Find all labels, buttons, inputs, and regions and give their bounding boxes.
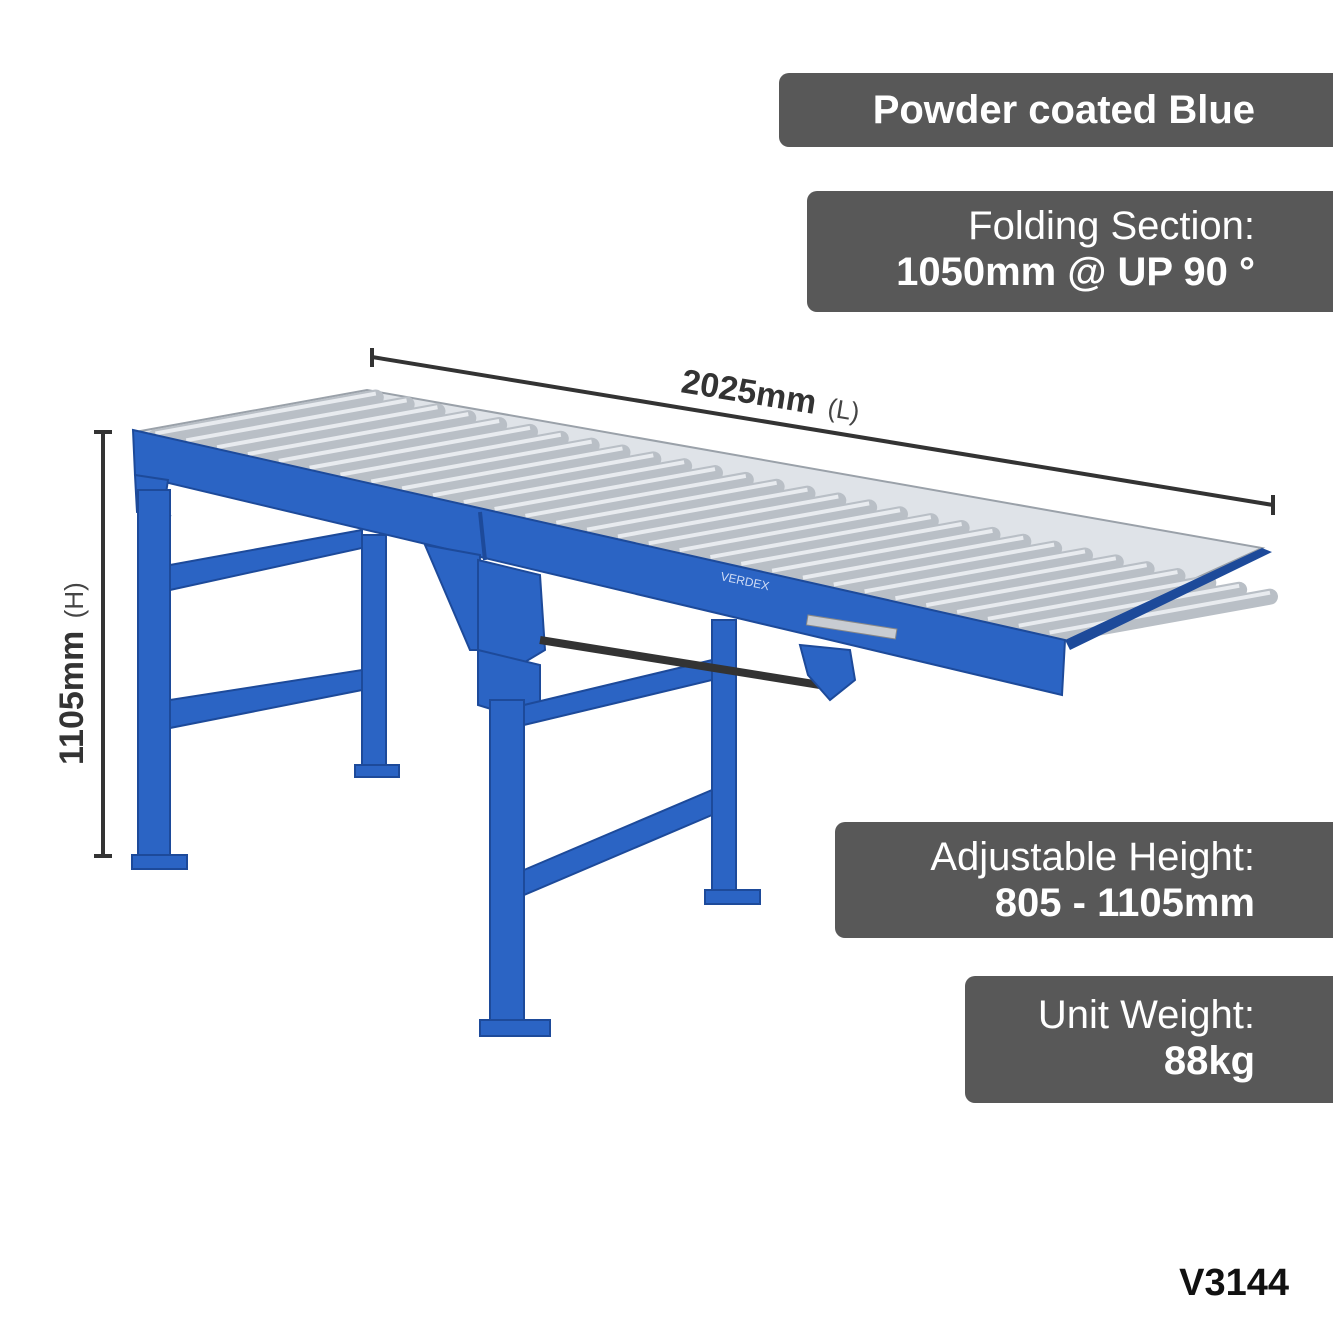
roller-highlight: [1018, 583, 1240, 628]
roller: [794, 533, 1032, 590]
svg-text:1105mm (H): 1105mm (H): [53, 582, 91, 765]
roller: [579, 485, 816, 542]
length-value: 2025mm: [679, 362, 819, 421]
roller: [147, 389, 384, 446]
roller: [239, 410, 477, 467]
roller: [394, 444, 631, 501]
roller: [178, 396, 415, 453]
folding-section-label: Folding Section:: [968, 204, 1255, 248]
folding-section-badge: Folding Section: 1050mm @ UP 90 °: [807, 191, 1333, 312]
color-spec-value: Powder coated Blue: [872, 88, 1255, 132]
roller: [949, 568, 1186, 624]
roller-highlight: [833, 542, 1055, 587]
roller: [270, 417, 508, 473]
roller: [455, 458, 693, 515]
roller: [979, 574, 1217, 631]
roller: [363, 437, 600, 494]
roller: [764, 526, 1001, 583]
roller-highlight: [1049, 590, 1271, 635]
roller: [301, 423, 538, 480]
folding-lock-bar: [539, 614, 898, 702]
roller-highlight: [956, 570, 1178, 614]
roller-highlight: [648, 501, 870, 546]
front-middle-leg: [423, 543, 713, 1037]
roller-highlight: [987, 576, 1209, 621]
roller: [918, 561, 1155, 618]
adjustable-height-label: Adjustable Height:: [930, 835, 1255, 879]
roller-highlight: [771, 528, 993, 573]
color-spec-badge: Powder coated Blue: [779, 73, 1333, 147]
unit-weight-badge: Unit Weight: 88kg: [965, 976, 1333, 1103]
unit-weight-label: Unit Weight:: [1037, 993, 1255, 1037]
height-dimension: 1105mm (H): [53, 430, 112, 858]
height-unit: (H): [59, 582, 89, 618]
roller: [486, 465, 723, 521]
folding-section-value: 1050mm @ UP 90 °: [896, 250, 1255, 294]
roller-highlight: [494, 467, 716, 511]
svg-text:2025mm (L): 2025mm (L): [679, 362, 863, 429]
roller-highlight: [247, 412, 469, 457]
roller: [1041, 588, 1278, 645]
roller: [856, 547, 1093, 604]
roller: [887, 554, 1124, 611]
roller-highlight: [401, 446, 623, 491]
roller: [332, 430, 569, 487]
roller-highlight: [463, 460, 685, 505]
roller: [209, 403, 446, 460]
roller-highlight: [309, 425, 531, 470]
roller: [671, 506, 908, 563]
length-unit: (L): [826, 392, 862, 427]
roller: [609, 492, 847, 549]
product-code: V3144: [1179, 1262, 1289, 1304]
roller-highlight: [278, 419, 500, 463]
roller-highlight: [155, 391, 377, 436]
roller-highlight: [617, 494, 839, 539]
roller-highlight: [340, 432, 562, 477]
rear-leg-stand: [354, 534, 761, 905]
rollers: [147, 389, 1278, 645]
unit-weight-value: 88kg: [1163, 1039, 1255, 1083]
roller-highlight: [432, 453, 654, 498]
roller-highlight: [586, 487, 808, 532]
adjustable-height-value: 805 - 1105mm: [994, 881, 1255, 925]
roller-highlight: [216, 405, 438, 450]
adjustable-height-badge: Adjustable Height: 805 - 1105mm: [835, 822, 1333, 938]
roller: [702, 513, 939, 570]
roller: [517, 471, 754, 528]
roller-highlight: [370, 439, 593, 484]
roller-highlight: [679, 508, 901, 553]
roller: [733, 520, 970, 576]
roller-highlight: [925, 563, 1148, 608]
roller: [640, 499, 878, 556]
roller-highlight: [895, 556, 1117, 601]
roller-highlight: [185, 398, 408, 443]
roller-highlight: [525, 473, 747, 518]
roller: [424, 451, 662, 508]
roller: [548, 478, 785, 535]
roller-highlight: [864, 549, 1086, 594]
roller-highlight: [740, 522, 963, 566]
front-left-leg: [131, 473, 363, 870]
roller-highlight: [710, 515, 932, 560]
roller-highlight: [555, 480, 778, 525]
roller-bed: [134, 388, 1278, 645]
height-value: 1105mm: [53, 631, 91, 765]
roller: [825, 540, 1063, 597]
roller-highlight: [802, 535, 1024, 580]
roller: [1010, 581, 1248, 638]
